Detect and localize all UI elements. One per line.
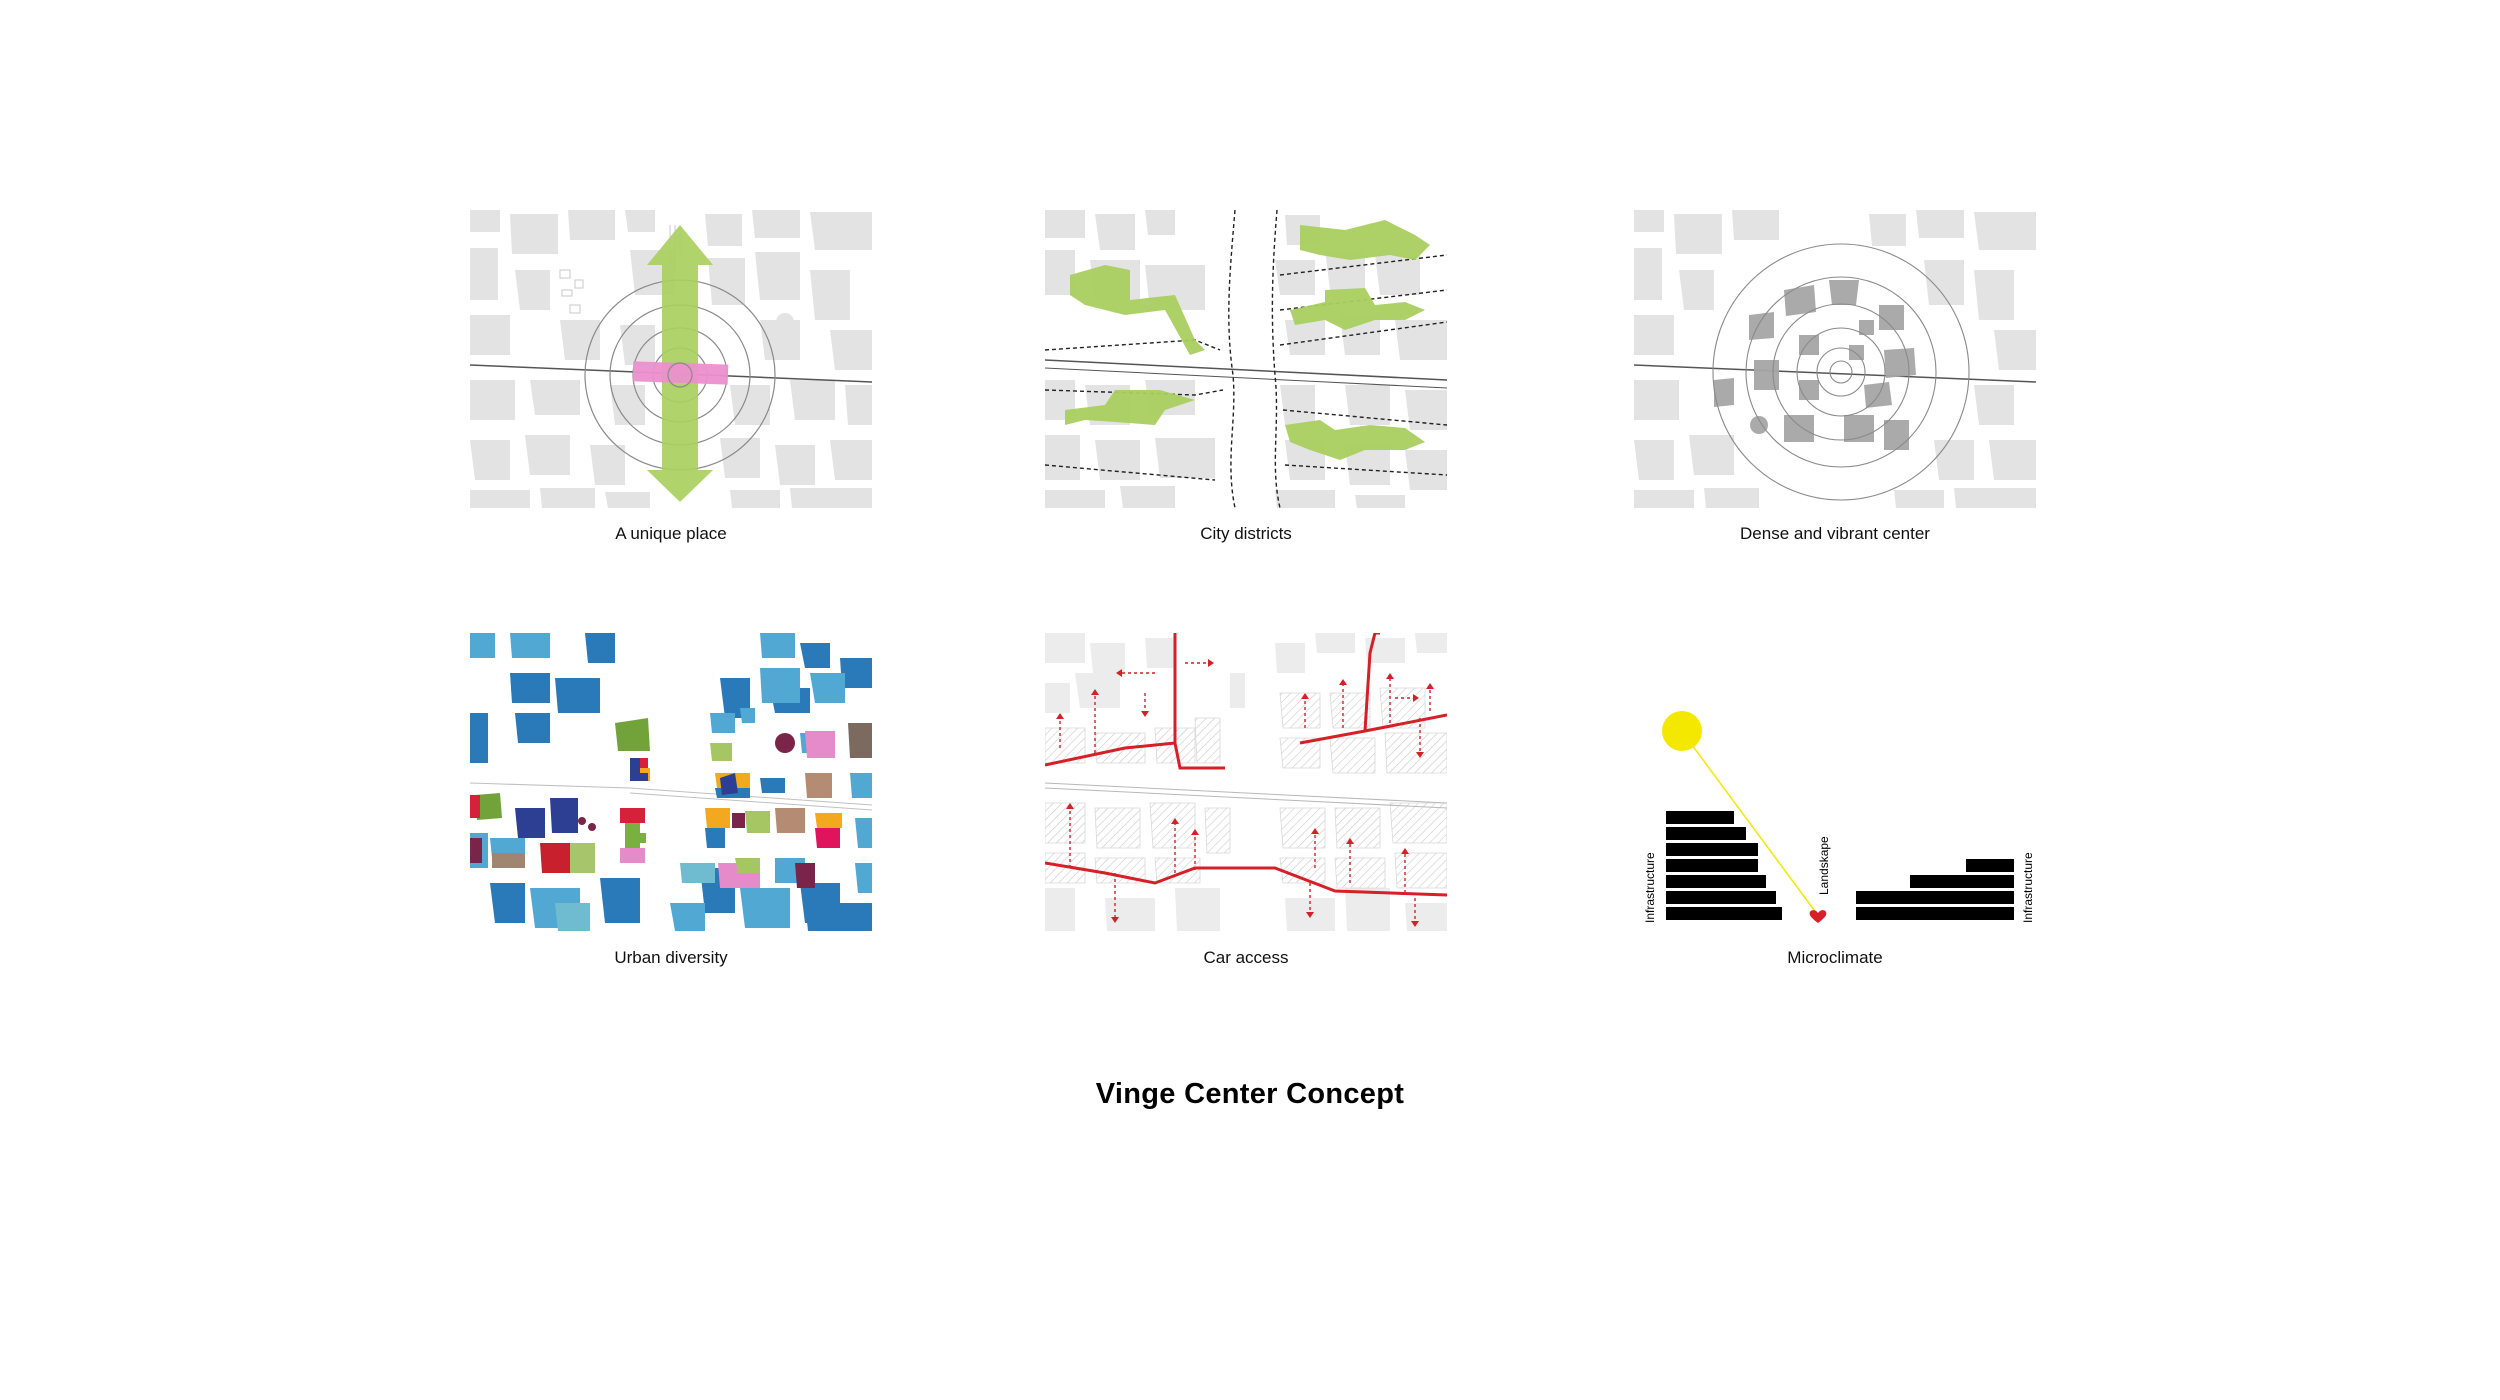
panel-city-districts [1045, 210, 1447, 508]
panel-car-access [1045, 633, 1447, 931]
panel-microclimate: Infrastructure Landskape Infrastructure [1630, 633, 2032, 931]
caption-dense-center: Dense and vibrant center [1740, 524, 1930, 543]
panel-urban-diversity [470, 633, 872, 931]
sun-icon [1662, 711, 1702, 751]
label-landscape: Landskape [1817, 836, 1831, 895]
city-districts-diagram [1045, 210, 1447, 508]
unique-place-diagram [470, 210, 872, 508]
label-infrastructure-left: Infrastructure [1643, 852, 1657, 923]
urban-diversity-diagram [470, 633, 872, 931]
panel-dense-center [1634, 210, 2036, 508]
caption-car-access: Car access [1203, 948, 1289, 967]
caption-city-districts: City districts [1200, 524, 1292, 543]
caption-microclimate: Microclimate [1787, 948, 1883, 967]
caption-unique-place: A unique place [615, 524, 727, 543]
label-infrastructure-right: Infrastructure [2021, 852, 2032, 923]
caption-urban-diversity: Urban diversity [614, 948, 728, 967]
car-access-diagram [1045, 633, 1447, 931]
dense-center-diagram [1634, 210, 2036, 508]
page-title: Vinge Center Concept [1095, 1078, 1405, 1110]
heart-icon [1809, 910, 1827, 923]
microclimate-diagram: Infrastructure Landskape Infrastructure [1643, 711, 2032, 923]
panel-unique-place [470, 210, 872, 508]
